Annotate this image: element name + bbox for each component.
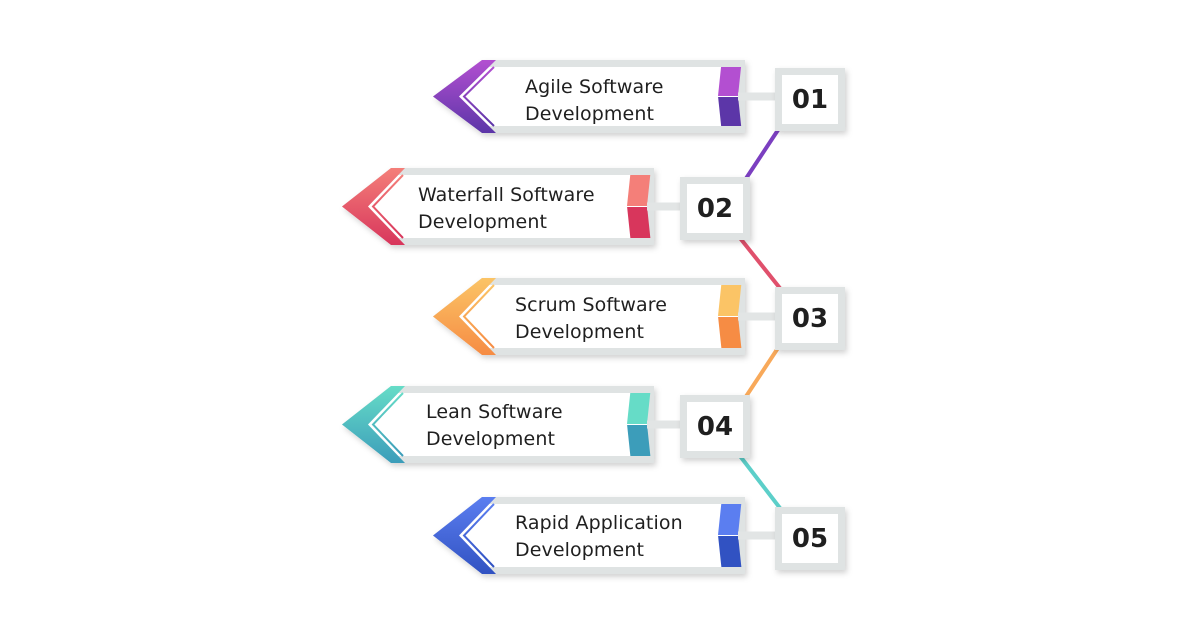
step-label-02-line1: Waterfall Software: [418, 184, 595, 206]
connector-lines: [738, 128, 785, 514]
step-label-01-line1: Agile Software: [525, 76, 664, 98]
number-box-face-02: [687, 184, 743, 233]
color-tab-top-05: [718, 504, 742, 535]
color-tab-top-02: [627, 175, 651, 206]
color-tab-top-03: [718, 285, 742, 316]
step-label-03: Scrum Software Development: [515, 292, 720, 346]
card-face-04: [356, 393, 647, 456]
chevron-line-05: [462, 503, 495, 568]
card-face-03: [447, 285, 738, 348]
chevron-line-03: [462, 284, 495, 349]
chevron-accent-04: [342, 386, 405, 463]
chevron-line-01: [462, 66, 495, 127]
step-card-05: [433, 497, 845, 574]
step-label-05-line2: Development: [515, 539, 645, 561]
number-box-face-04: [687, 402, 743, 451]
color-tab-top-01: [718, 67, 742, 96]
step-number-03: 03: [791, 304, 829, 334]
step-label-04-line2: Development: [426, 428, 556, 450]
color-tab-bottom-02: [627, 207, 651, 238]
card-face-01: [447, 67, 738, 126]
step-number-04: 04: [696, 412, 734, 442]
number-box-face-05: [782, 514, 838, 563]
connector-03-04: [743, 346, 780, 400]
step-label-04-line1: Lean Software: [426, 401, 563, 423]
step-number-02: 02: [696, 194, 734, 224]
chevron-accent-02: [342, 168, 405, 245]
step-label-05-line1: Rapid Application: [515, 512, 683, 534]
color-tab-bottom-04: [627, 425, 651, 456]
step-label-02: Waterfall Software Development: [418, 182, 623, 236]
step-label-04: Lean Software Development: [426, 399, 631, 453]
step-label-02-line2: Development: [418, 211, 548, 233]
chevron-line-04: [371, 392, 404, 457]
step-card-01: [433, 60, 845, 133]
chevron-accent-03: [433, 278, 496, 355]
step-label-01: Agile Software Development: [525, 74, 730, 128]
step-number-01: 01: [791, 85, 829, 115]
connector-04-05: [738, 454, 785, 514]
connector-01-02: [743, 128, 780, 182]
step-card-04: [342, 386, 750, 463]
chevron-line-02: [371, 174, 404, 239]
color-tab-top-04: [627, 393, 651, 424]
color-tab-bottom-05: [718, 536, 742, 567]
step-label-03-line2: Development: [515, 321, 645, 343]
number-box-face-03: [782, 294, 838, 343]
step-label-01-line2: Development: [525, 103, 655, 125]
card-face-02: [356, 175, 647, 238]
color-tab-bottom-03: [718, 317, 742, 348]
step-number-05: 05: [791, 524, 829, 554]
step-card-02: [342, 168, 750, 245]
chevron-accent-05: [433, 497, 496, 574]
number-box-face-01: [782, 75, 838, 124]
card-face-05: [447, 504, 738, 567]
color-tab-bottom-01: [718, 97, 742, 126]
step-card-03: [433, 278, 845, 355]
step-label-05: Rapid Application Development: [515, 510, 720, 564]
connector-02-03: [738, 236, 785, 294]
chevron-accent-01: [433, 60, 496, 133]
step-label-03-line1: Scrum Software: [515, 294, 668, 316]
